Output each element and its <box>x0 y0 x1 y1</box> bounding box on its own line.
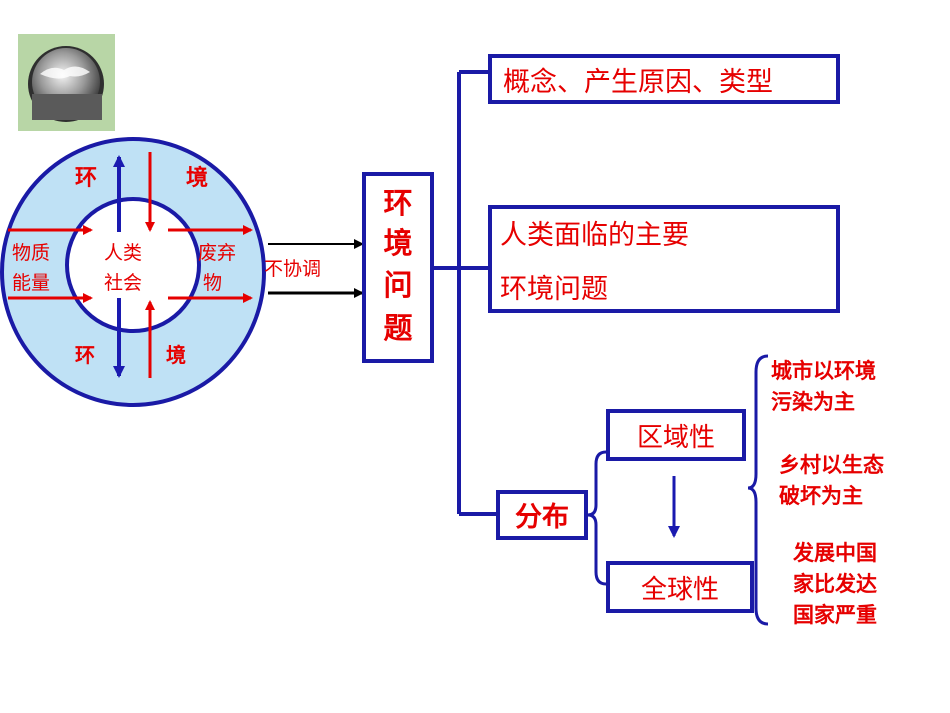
env-top-right: 境 <box>186 165 208 191</box>
tree-connector <box>434 70 497 516</box>
global-box <box>606 561 754 613</box>
main-problems-line1: 人类面临的主要 <box>500 220 689 251</box>
waste-label-line1: 废弃 <box>198 242 236 264</box>
urban-note-line2: 污染为主 <box>771 390 855 414</box>
env-top-left: 环 <box>75 166 97 191</box>
concept-box <box>488 54 840 104</box>
env-bottom-left: 环 <box>75 343 95 367</box>
main-node-char-1: 环 <box>383 186 412 220</box>
input-label-line1: 物质 <box>12 242 50 264</box>
earth-icon <box>28 46 104 122</box>
society-label-line1: 人类 <box>104 242 142 264</box>
earth-photo <box>18 34 115 131</box>
regional-label: 区域性 <box>637 423 715 453</box>
distribution-brace <box>587 450 607 586</box>
main-problems-box <box>488 205 840 313</box>
mismatch-label: 不协调 <box>264 258 321 280</box>
rural-note-line2: 破坏为主 <box>779 484 863 508</box>
dev-note-line1: 发展中国 <box>792 541 877 565</box>
distribution-box <box>496 490 588 540</box>
main-node-char-2: 境 <box>383 226 412 260</box>
urban-note-line1: 城市以环境 <box>771 359 876 383</box>
inner-society-circle <box>65 197 201 333</box>
society-label-line2: 社会 <box>104 272 142 294</box>
concept-label: 概念、产生原因、类型 <box>503 67 773 98</box>
rural-note-line1: 乡村以生态 <box>779 453 884 477</box>
main-node-char-4: 题 <box>383 311 412 345</box>
main-problems-line2: 环境问题 <box>500 274 608 305</box>
env-bottom-right: 境 <box>166 343 186 367</box>
main-node-char-3: 问 <box>383 268 412 302</box>
human-environment-cycle: 环 境 环 境 物质 能量 人类 社会 废弃 物 <box>0 137 266 407</box>
dev-note-line2: 家比发达 <box>793 572 877 596</box>
dev-note-line3: 国家严重 <box>793 603 877 627</box>
notes-brace <box>747 354 769 626</box>
distribution-label: 分布 <box>515 502 569 533</box>
global-label: 全球性 <box>641 575 719 605</box>
regional-box <box>606 409 746 461</box>
input-label-line2: 能量 <box>12 272 50 294</box>
main-node-box <box>362 172 434 363</box>
waste-label-line2: 物 <box>203 272 222 294</box>
